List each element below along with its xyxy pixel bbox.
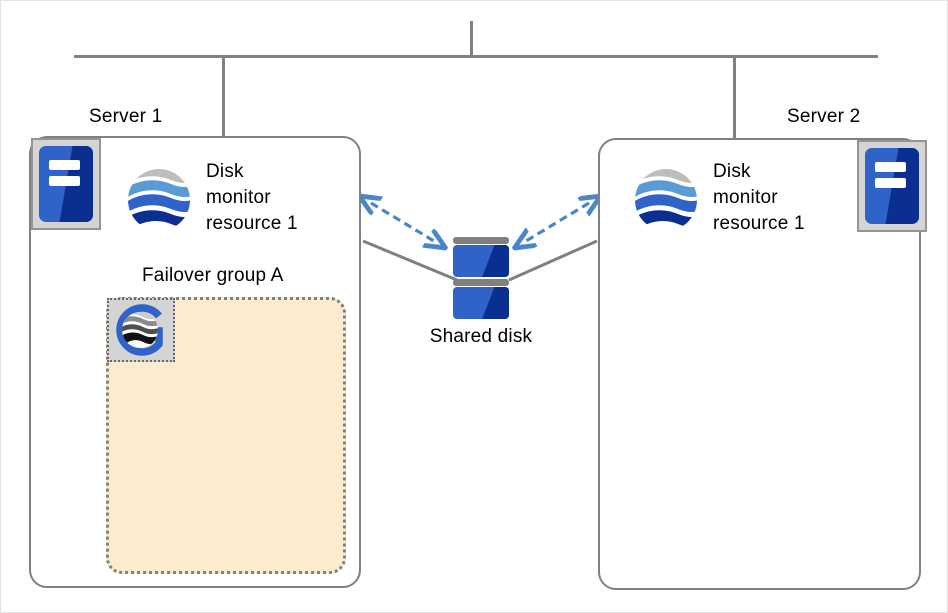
server-2-disk-monitor-label: Disk monitor resource 1 [713, 159, 805, 237]
failover-group-label: Failover group A [142, 265, 284, 286]
group-resource-icon [116, 304, 163, 356]
server-machine-icon-body [865, 148, 919, 224]
server2-to-disk-cable [508, 239, 598, 282]
monitor-line-1: Disk [206, 161, 244, 182]
shared-disk-label: Shared disk [429, 326, 533, 347]
server-machine-icon-body [39, 146, 93, 222]
server2-disk-monitor-arrow [526, 203, 589, 241]
shared-disk-block-1 [453, 245, 509, 277]
server1-to-disk-cable [362, 239, 458, 282]
shared-disk-bar-2 [453, 279, 509, 286]
server1-disk-monitor-arrow [371, 203, 434, 241]
shared-disk-block-2 [453, 287, 509, 319]
monitor-line-2: monitor [206, 187, 271, 208]
shared-disk-icon [453, 237, 509, 319]
monitor-line-3: resource 1 [206, 213, 298, 234]
server-icon-bar-2 [874, 177, 907, 188]
shared-disk-bar-1 [453, 237, 509, 244]
monitor-line-3: resource 1 [713, 213, 805, 234]
server-1-label: Server 1 [89, 106, 163, 127]
monitor-line-1: Disk [713, 161, 751, 182]
server-icon-bar-1 [874, 162, 907, 173]
server-2-disk-monitor-icon [635, 169, 697, 231]
server-1-disk-monitor-icon [128, 169, 190, 231]
server-2-label: Server 2 [787, 106, 861, 127]
server-icon-bar-2 [48, 175, 81, 186]
group-resource-tile [107, 298, 175, 362]
server-icon-bar-1 [48, 160, 81, 171]
server-1-machine-icon [31, 138, 101, 230]
server-2-machine-icon [857, 140, 927, 232]
monitor-line-2: monitor [713, 187, 778, 208]
server-1-disk-monitor-label: Disk monitor resource 1 [206, 159, 298, 237]
